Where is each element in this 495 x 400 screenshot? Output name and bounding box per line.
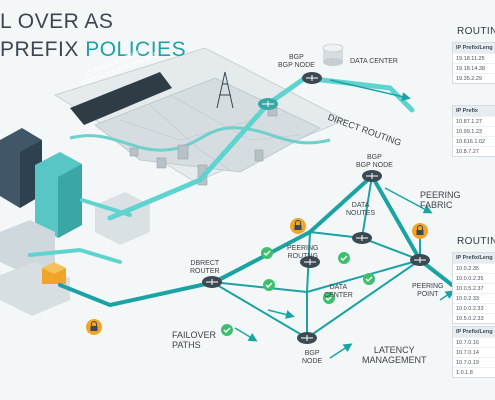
peering-fabric-line-2: FABRIC — [420, 200, 461, 210]
latency-line-2: MANAGEMENT — [362, 355, 427, 365]
router-icon[interactable] — [202, 276, 222, 288]
data-noutes-line-2: NOUTES — [346, 210, 375, 218]
latency-line-1: LATENCY — [362, 345, 427, 355]
latency-management-label: LATENCY MANAGEMENT — [362, 345, 427, 365]
data-center-line-2: CENTER — [324, 292, 353, 300]
data-center-label: DATA CENTER — [324, 284, 353, 300]
check-icon — [263, 279, 275, 291]
title-prefix-word: PREFIX — [0, 38, 79, 61]
bgp-bottom-line-1: BGP — [302, 350, 322, 358]
routing-table-2: IP Prefix 10.87.1.27 10.99.1.23 10.616.1… — [452, 105, 495, 157]
data-noutes-line-1: DATA — [346, 202, 375, 210]
database-icon[interactable] — [323, 44, 343, 66]
lock-icon — [86, 319, 102, 335]
title-line-1: L OVER AS — [0, 10, 113, 33]
routing-table-4-row: 10.7.0.19 — [453, 357, 495, 367]
bgp-mid-line-1: BGP — [356, 154, 393, 162]
routing-table-3-row: 10.0.2.35 — [453, 263, 495, 273]
peering-routng-label: PEERING ROUTNG — [287, 245, 319, 261]
peering-point-label: PEERING POINT — [412, 283, 444, 299]
routing-table-2-row: 10.99.1.23 — [453, 126, 495, 136]
building-cluster-left — [0, 128, 150, 316]
direct-router-line-1: DBRECT — [190, 260, 220, 268]
peering-fabric-label: PEERING FABRIC — [420, 190, 461, 210]
routing-table-2-header: IP Prefix — [453, 106, 495, 116]
bgp-node-mid-label: BGP BGP NODE — [356, 154, 393, 170]
bgp-node-bottom-label: BGP NODE — [302, 350, 322, 366]
routing-table-2-row: 10.8.7.27 — [453, 146, 495, 156]
direct-router-label: DBRECT ROUTER — [190, 260, 220, 276]
routing-table-3: IP Prefix/Leng 10.0.2.35 10.0.0.2.35 10.… — [452, 252, 495, 324]
routing-table-1-row: 19.18.14.38 — [453, 63, 495, 73]
peering-point-line-2: POINT — [412, 291, 444, 299]
routing-panel-title-top: ROUTIN — [457, 26, 495, 37]
router-icon[interactable] — [362, 170, 382, 182]
lock-icon — [412, 223, 428, 239]
data-center-top-label: DATA CENTER — [350, 58, 398, 66]
routing-table-3-row: 10.5.0.2.33 — [453, 313, 495, 323]
bgp-bottom-line-2: NODE — [302, 358, 322, 366]
direct-router-line-2: ROUTER — [190, 268, 220, 276]
bgp-node-top-label: BGP BGP NODE — [278, 54, 315, 70]
page-title-line-1: L OVER AS — [0, 10, 113, 34]
routing-table-3-row: 10.0.0.2.33 — [453, 303, 495, 313]
failover-line-1: FAILOVER — [172, 330, 216, 340]
routing-table-4-header: IP Prefix/Leng — [453, 327, 495, 337]
peering-routng-line-2: ROUTNG — [287, 253, 319, 261]
bgp-top-line-1: BGP — [278, 54, 315, 62]
routing-table-3-row: 10.0.5.2.37 — [453, 283, 495, 293]
router-icon[interactable] — [410, 254, 430, 266]
check-icon — [338, 252, 350, 264]
router-icon[interactable] — [302, 72, 322, 84]
routing-table-1-row: 19.18.11.25 — [453, 53, 495, 63]
routing-panel-title-bottom: ROUTIN — [457, 236, 495, 247]
check-icon — [221, 324, 233, 336]
check-icon — [363, 273, 375, 285]
data-center-line-1: DATA — [324, 284, 353, 292]
failover-paths-label: FAILOVER PATHS — [172, 330, 216, 350]
routing-table-4-row: 10.7.0.16 — [453, 337, 495, 347]
routing-table-3-header: IP Prefix/Leng — [453, 253, 495, 263]
bgp-top-line-2: BGP NODE — [278, 62, 315, 70]
router-icon[interactable] — [297, 332, 317, 344]
routing-table-4-row: 1.0.1.8 — [453, 367, 495, 377]
routing-table-3-row: 10.0.0.2.35 — [453, 273, 495, 283]
router-icon[interactable] — [258, 98, 278, 110]
lock-icon — [290, 218, 306, 234]
routing-table-4-row: 10.7.0.14 — [453, 347, 495, 357]
failover-line-2: PATHS — [172, 340, 216, 350]
routing-table-2-row: 10.87.1.27 — [453, 116, 495, 126]
routing-table-3-row: 10.0.2.33 — [453, 293, 495, 303]
bgp-mid-line-2: BGP NODE — [356, 162, 393, 170]
router-icon[interactable] — [352, 232, 372, 244]
routing-table-4: IP Prefix/Leng 10.7.0.16 10.7.0.14 10.7.… — [452, 326, 495, 378]
peering-fabric-line-1: PEERING — [420, 190, 461, 200]
routing-table-1-row: 19.35.2.29 — [453, 73, 495, 83]
peering-routng-line-1: PEERING — [287, 245, 319, 253]
routing-table-2-row: 10.616.1.02 — [453, 136, 495, 146]
peering-point-line-1: PEERING — [412, 283, 444, 291]
routing-table-1: IP Prefix/Leng 19.18.11.25 19.18.14.38 1… — [452, 42, 495, 84]
data-noutes-label: DATA NOUTES — [346, 202, 375, 218]
check-icon — [261, 247, 273, 259]
routing-table-1-header: IP Prefix/Leng — [453, 43, 495, 53]
